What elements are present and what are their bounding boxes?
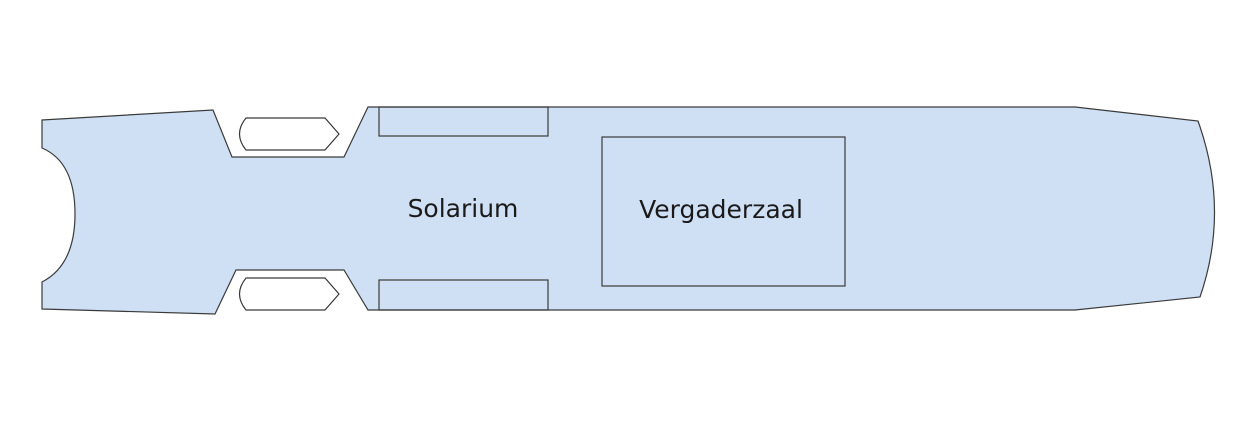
solarium-bay-lower: [378, 279, 549, 311]
lifeboat-upper: [238, 117, 340, 151]
meeting-room: [601, 136, 846, 287]
meeting-room-label: Vergaderzaal: [639, 195, 803, 224]
deck-hull: [41, 106, 1216, 315]
solarium-label: Solarium: [408, 194, 519, 223]
lifeboat-lower: [238, 277, 340, 311]
solarium-bay-upper: [378, 106, 549, 137]
